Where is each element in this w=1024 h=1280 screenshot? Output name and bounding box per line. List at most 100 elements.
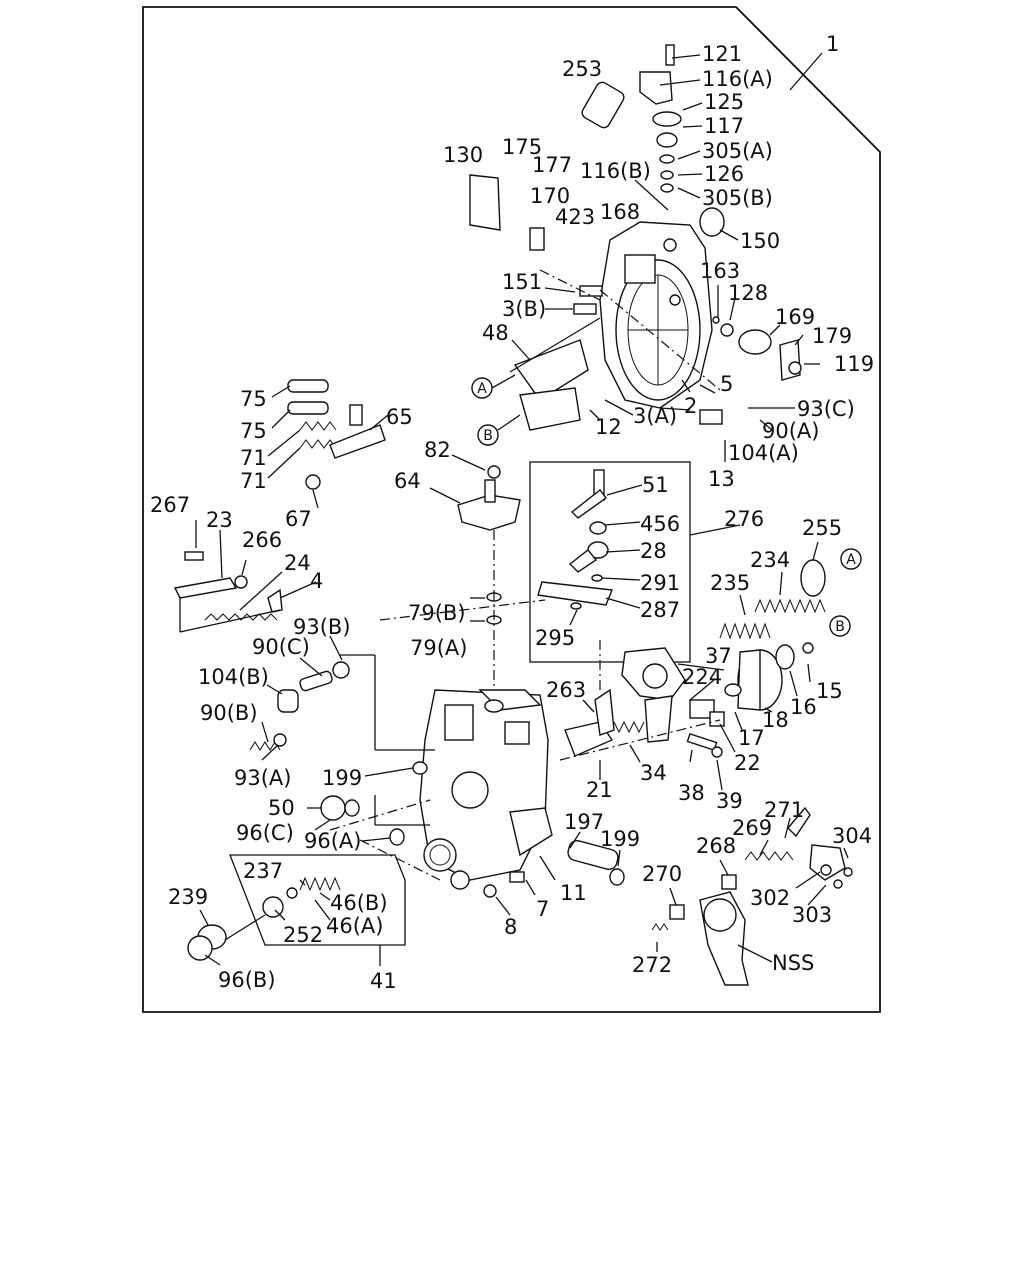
part-label: 199: [600, 827, 640, 851]
part-label: 48: [482, 321, 509, 345]
part-label: 295: [535, 626, 575, 650]
part-label: 270: [642, 862, 682, 886]
part-label: 267: [150, 493, 190, 517]
part-label: 276: [724, 507, 764, 531]
part-label: 235: [710, 571, 750, 595]
ref-marker-b-right: B: [829, 615, 851, 637]
part-label: 269: [732, 816, 772, 840]
part-label: 197: [564, 810, 604, 834]
part-label: 287: [640, 598, 680, 622]
part-label: 96(B): [218, 968, 276, 992]
part-labels: 1 121 253 116(A) 125 117 305(A) 126 305(…: [150, 32, 874, 993]
alignment-lines: [179, 269, 721, 881]
part-label: 305(B): [702, 186, 773, 210]
bracket-64-group: [457, 465, 521, 695]
part-label: 169: [775, 305, 815, 329]
group-box-41: [229, 854, 406, 946]
part-label: 255: [802, 516, 842, 540]
part-label: 126: [704, 162, 744, 186]
part-label: 90(C): [252, 635, 310, 659]
part-label: 28: [640, 539, 667, 563]
part-label: 3(B): [502, 297, 546, 321]
ref-marker-a-top: A: [471, 374, 516, 399]
part-label: 24: [284, 551, 311, 575]
part-label: 168: [600, 200, 640, 224]
part-label: 13: [708, 467, 735, 491]
part-label: 93(A): [234, 766, 291, 790]
part-label: 41: [370, 969, 397, 993]
part-label: 2: [684, 394, 697, 418]
leader-lines: [195, 54, 849, 966]
part-label: 5: [720, 372, 733, 396]
part-label: 96(C): [236, 821, 294, 845]
part-label: 4: [310, 569, 323, 593]
part-label: 64: [394, 469, 421, 493]
part-label: 50: [268, 796, 295, 820]
ref-marker-text: A: [846, 552, 856, 568]
part-label: 130: [443, 143, 483, 167]
nss-lever-group: [651, 806, 853, 986]
part-label: 17: [738, 726, 765, 750]
part-label: 170: [530, 184, 570, 208]
part-label: 263: [546, 678, 586, 702]
part-label: 7: [536, 897, 549, 921]
part-label: 51: [642, 473, 669, 497]
part-label: 268: [696, 834, 736, 858]
part-label: 12: [595, 415, 622, 439]
part-label: 237: [243, 859, 283, 883]
part-label: 104(A): [728, 441, 799, 465]
part-label: 46(B): [330, 891, 388, 915]
part-label: 266: [242, 528, 282, 552]
part-label: 163: [700, 259, 740, 283]
right-spring-stack: [719, 559, 826, 640]
group-box-276: [529, 461, 691, 663]
part-label: 15: [816, 679, 843, 703]
part-label: 79(B): [408, 601, 466, 625]
part-label: 82: [424, 438, 451, 462]
diagram-frame: [142, 6, 881, 1013]
part-label: 67: [285, 507, 312, 531]
part-label: 71: [240, 469, 267, 493]
part-label: 224: [682, 665, 722, 689]
part-label: 37: [705, 644, 732, 668]
part-label: 128: [728, 281, 768, 305]
ref-marker-text: B: [835, 619, 845, 635]
part-label: 116(B): [580, 159, 651, 183]
part-label: 104(B): [198, 665, 269, 689]
ref-marker-a-right: A: [840, 548, 862, 570]
part-label: 272: [632, 953, 672, 977]
part-label: 199: [322, 766, 362, 790]
part-label: 305(A): [702, 139, 773, 163]
part-label: 75: [240, 419, 267, 443]
governor-cover-housing: [599, 221, 713, 409]
part-label: 121: [702, 42, 742, 66]
part-label: 456: [640, 512, 680, 536]
part-label: 46(A): [326, 914, 383, 938]
group-41-parts: [187, 876, 341, 961]
part-label: 151: [502, 270, 542, 294]
part-label: 90(A): [762, 419, 819, 443]
lever-assembly: [564, 642, 814, 758]
part-label: 75: [240, 387, 267, 411]
part-label: 291: [640, 571, 680, 595]
left-parts-group: [173, 379, 386, 632]
ref-marker-b-top: B: [477, 414, 521, 446]
part-label: 11: [560, 881, 587, 905]
part-label: 119: [834, 352, 874, 376]
part-label: 302: [750, 886, 790, 910]
part-label: 65: [386, 405, 413, 429]
part-label: 125: [704, 90, 744, 114]
part-label: 23: [206, 508, 233, 532]
part-label: 90(B): [200, 701, 258, 725]
part-label: NSS: [772, 951, 814, 975]
part-label: 304: [832, 824, 872, 848]
part-label: 38: [678, 781, 705, 805]
part-label: 39: [716, 789, 743, 813]
part-label: 79(A): [410, 636, 467, 660]
part-label: 93(C): [797, 397, 855, 421]
part-label: 253: [562, 57, 602, 81]
ref-marker-text: B: [483, 428, 493, 444]
main-pump-body: [249, 661, 625, 898]
part-label: 252: [283, 923, 323, 947]
